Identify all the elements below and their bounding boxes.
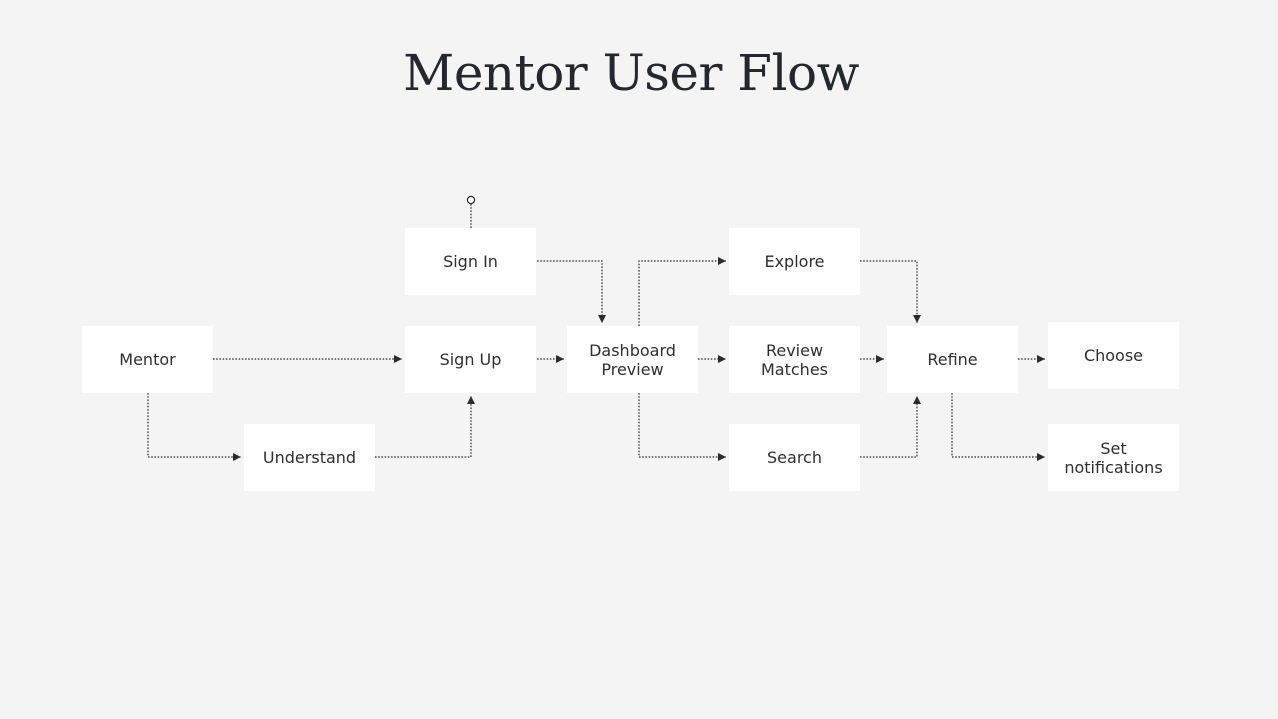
- node-sign-up[interactable]: Sign Up: [405, 326, 536, 393]
- node-label: Set notifications: [1064, 438, 1163, 477]
- node-refine[interactable]: Refine: [887, 326, 1018, 393]
- edge-refine-notifications: [951, 393, 1045, 461]
- edge-explore-refine: [860, 260, 921, 323]
- node-label: Dashboard Preview: [589, 340, 676, 379]
- node-sign-in[interactable]: Sign In: [405, 228, 536, 295]
- node-label: Choose: [1083, 346, 1144, 365]
- node-label: Mentor: [119, 350, 176, 369]
- node-set-notifications[interactable]: Set notifications: [1048, 424, 1179, 491]
- node-dashboard-preview[interactable]: Dashboard Preview: [567, 326, 698, 393]
- node-search[interactable]: Search: [729, 424, 860, 491]
- edge-mentor-understand: [147, 393, 241, 461]
- node-label: Explore: [764, 252, 825, 271]
- edge-signin-dashboard: [537, 260, 606, 323]
- node-label: Sign Up: [439, 350, 502, 369]
- node-label: Refine: [927, 350, 978, 369]
- edge-search-refine: [860, 396, 921, 458]
- node-label: Search: [767, 448, 822, 467]
- node-label: Sign In: [443, 252, 498, 271]
- node-mentor[interactable]: Mentor: [82, 326, 213, 393]
- edge-dashboard-search: [638, 393, 726, 461]
- node-explore[interactable]: Explore: [729, 228, 860, 295]
- node-understand[interactable]: Understand: [244, 424, 375, 491]
- edge-understand-signup: [375, 396, 475, 458]
- node-review-matches[interactable]: Review Matches: [729, 326, 860, 393]
- page-title: Mentor User Flow: [403, 44, 859, 102]
- node-label: Review Matches: [761, 340, 828, 379]
- entry-point-marker: [466, 195, 476, 205]
- node-choose[interactable]: Choose: [1048, 322, 1179, 389]
- node-label: Understand: [262, 448, 357, 467]
- edge-dashboard-explore: [638, 257, 726, 326]
